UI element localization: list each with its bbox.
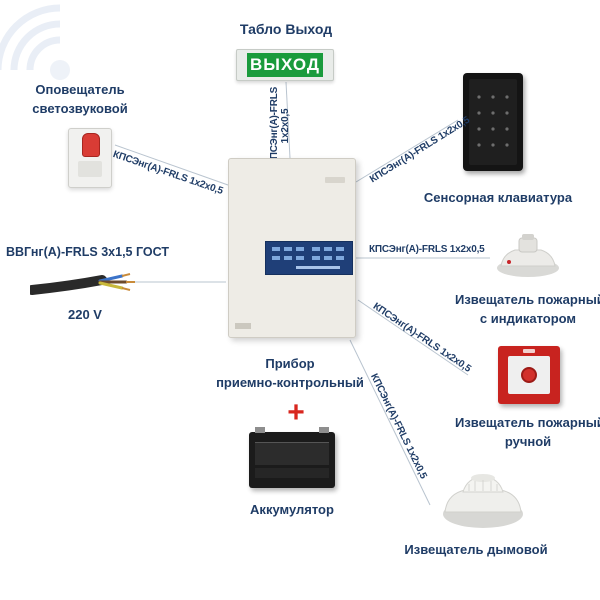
siren-lamp xyxy=(82,133,100,157)
exit-sign-label: Табло Выход xyxy=(239,21,333,37)
battery-terminal-right xyxy=(319,427,329,433)
touch-keypad xyxy=(463,73,523,171)
manual-call-point-label-line1: Извещатель пожарный xyxy=(455,415,600,430)
siren-speaker xyxy=(78,161,102,177)
heat-detector-label: Извещатель пожарный с индикатором xyxy=(455,290,600,328)
siren-label-line1: Оповещатель xyxy=(35,82,125,97)
manual-call-point-device xyxy=(498,346,560,404)
exit-sign-face: ВЫХОД xyxy=(247,53,323,77)
exit-sign: ВЫХОД xyxy=(236,49,334,81)
wire-manual-call-point xyxy=(357,299,469,376)
battery-label: Аккумулятор xyxy=(250,502,334,517)
keypad-label: Сенсорная клавиатура xyxy=(423,190,573,205)
battery-plus-sign: + xyxy=(287,396,305,429)
wire-exit-sign xyxy=(285,81,291,159)
siren-device xyxy=(68,128,112,188)
control-panel-label-line2: приемно-контрольный xyxy=(216,375,364,390)
manual-call-point-label-line2: ручной xyxy=(504,434,552,449)
cable-label-heat-detector: КПСЭнг(А)-FRLS 1х2х0,5 xyxy=(369,244,485,255)
heat-detector-label-line1: Извещатель пожарный xyxy=(455,292,600,307)
keypad-keys-icon xyxy=(477,95,509,147)
battery-device xyxy=(249,427,335,488)
siren-label-line2: светозвуковой xyxy=(32,101,128,116)
smoke-detector-device xyxy=(443,474,523,528)
wire-smoke-detector xyxy=(349,339,431,506)
power-voltage-label: 220 V xyxy=(68,307,102,322)
heat-detector-label-line2: с индикатором xyxy=(479,311,577,326)
wire-siren xyxy=(114,144,229,186)
power-cable-icon xyxy=(30,273,135,295)
heat-detector-device xyxy=(497,234,559,277)
watermark-logo xyxy=(0,4,70,80)
control-panel-label: Прибор приемно-контрольный xyxy=(215,354,365,392)
mcp-button-icon xyxy=(521,367,537,383)
smoke-detector-label: Извещатель дымовой xyxy=(404,542,548,557)
keypad-screen xyxy=(469,79,517,165)
panel-brand-mark xyxy=(325,177,345,183)
control-panel-label-line1: Прибор xyxy=(265,356,315,371)
battery-sticker xyxy=(255,442,329,465)
mcp-top-mark xyxy=(523,349,535,353)
siren-label: Оповещатель светозвуковой xyxy=(20,80,140,118)
control-panel-device xyxy=(228,158,356,338)
battery-sticker-band xyxy=(255,468,329,478)
wire-keypad xyxy=(355,119,459,183)
manual-call-point-label: Извещатель пожарный ручной xyxy=(455,413,600,451)
panel-display-icon xyxy=(272,247,344,269)
panel-bottom-sticker xyxy=(235,323,251,329)
panel-display xyxy=(265,241,353,275)
power-cable-label: ВВГнг(А)-FRLS 3х1,5 ГОСТ xyxy=(6,245,169,259)
battery-terminal-left xyxy=(255,427,265,433)
